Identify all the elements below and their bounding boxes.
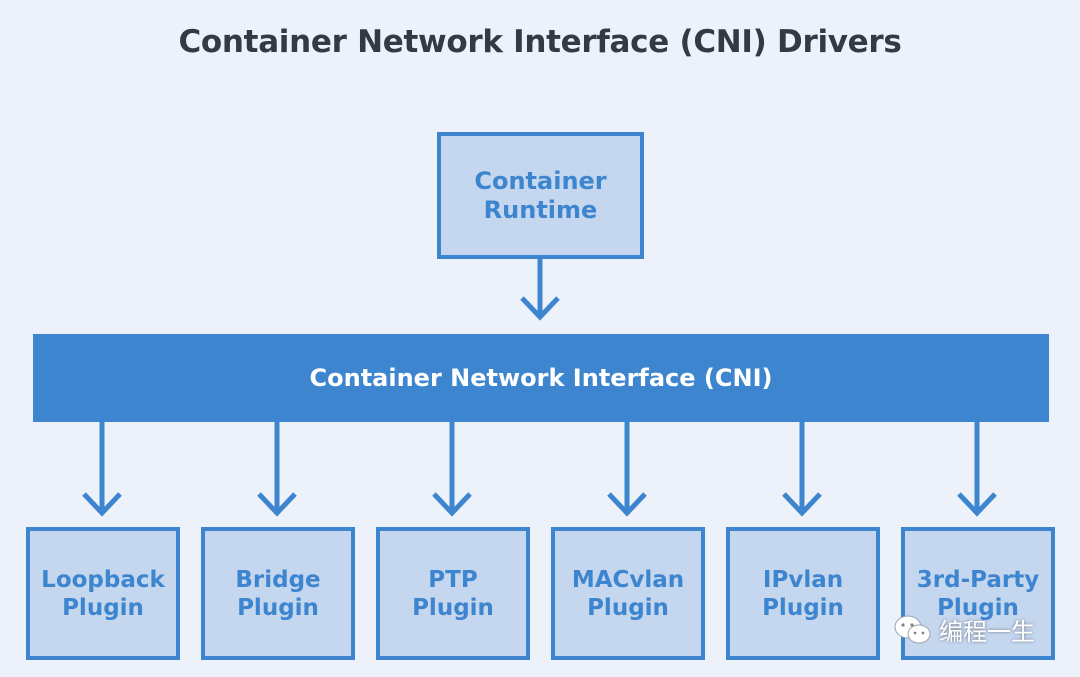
plugin-name: Bridge [235, 566, 321, 593]
plugin-suffix: Plugin [762, 594, 844, 621]
plugin-suffix: Plugin [412, 594, 494, 621]
container-runtime-line1: Container [474, 166, 607, 195]
plugin-name: 3rd-Party [916, 566, 1040, 593]
cni-bar-label: Container Network Interface (CNI) [309, 364, 773, 392]
plugin-box-loopback: Loopback Plugin [26, 527, 180, 660]
plugin-name: PTP [428, 566, 478, 593]
arrow-cni-to-loopback [82, 422, 122, 517]
watermark-text: 编程一生 [939, 618, 1035, 646]
plugin-box-ipvlan: IPvlan Plugin [726, 527, 880, 660]
plugin-name: IPvlan [762, 566, 844, 593]
plugin-suffix: Plugin [587, 594, 669, 621]
container-runtime-line2: Runtime [483, 195, 598, 224]
plugin-suffix: Plugin [62, 594, 144, 621]
plugin-name: MACvlan [571, 566, 685, 593]
arrow-runtime-to-cni [520, 259, 560, 321]
plugin-suffix: Plugin [237, 594, 319, 621]
arrow-cni-to-ipvlan [782, 422, 822, 517]
watermark: 编程一生 [893, 612, 1035, 647]
arrow-cni-to-macvlan [607, 422, 647, 517]
container-runtime-box: Container Runtime [437, 132, 644, 259]
wechat-icon [894, 615, 931, 643]
plugin-box-macvlan: MACvlan Plugin [551, 527, 705, 660]
arrow-cni-to-ptp [432, 422, 472, 517]
diagram-title: Container Network Interface (CNI) Driver… [178, 24, 902, 60]
plugin-name: Loopback [41, 566, 165, 593]
plugin-box-bridge: Bridge Plugin [201, 527, 355, 660]
arrow-cni-to-third-party [957, 422, 997, 517]
cni-bar: Container Network Interface (CNI) [33, 334, 1049, 422]
plugin-box-ptp: PTP Plugin [376, 527, 530, 660]
arrow-cni-to-bridge [257, 422, 297, 517]
plugin-suffix: Plugin [937, 594, 1019, 621]
